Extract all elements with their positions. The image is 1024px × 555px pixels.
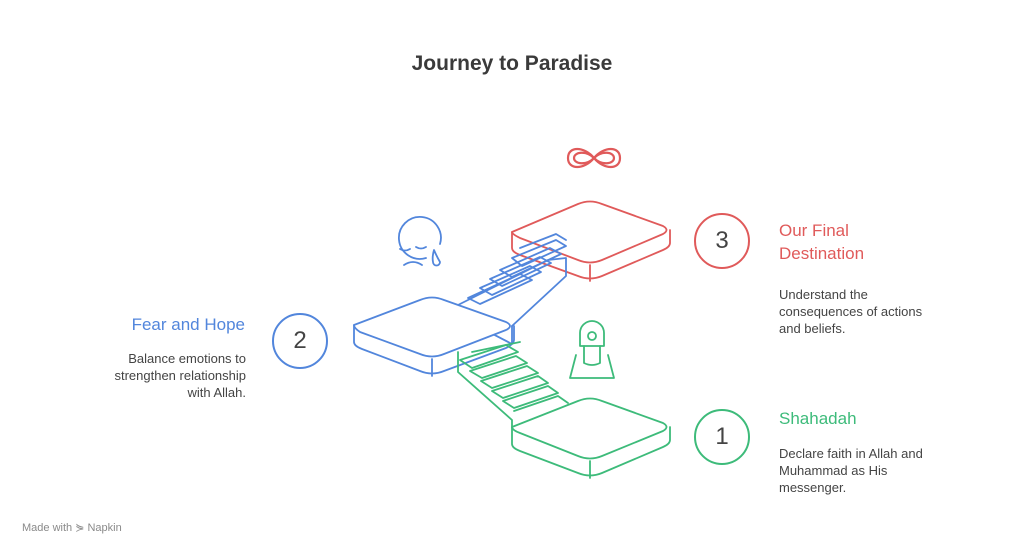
step-2-title: Fear and Hope xyxy=(131,315,245,334)
platform-3 xyxy=(511,200,671,282)
platform-1 xyxy=(511,397,671,479)
person-praying-icon xyxy=(569,320,615,379)
stairs-2 xyxy=(457,233,567,345)
napkin-logo-icon: ⋟ xyxy=(75,522,85,534)
step-1-title: Shahadah xyxy=(779,409,857,428)
step-number-3: 3 xyxy=(694,213,750,269)
step-3-title: Our Final Destination xyxy=(779,221,865,263)
made-with-footer: Made with ⋟ Napkin xyxy=(22,522,122,534)
infinity-icon xyxy=(566,147,622,169)
step-2-description: Balance emotions to strengthen relations… xyxy=(114,351,246,400)
crying-face-icon xyxy=(398,216,442,267)
step-number-1: 1 xyxy=(694,409,750,465)
step-1-description: Declare faith in Allah and Muhammad as H… xyxy=(779,446,923,495)
step-3-description: Understand the consequences of actions a… xyxy=(779,287,923,336)
stairs-1 xyxy=(457,341,569,429)
step-number-2: 2 xyxy=(272,313,328,369)
platform-2 xyxy=(353,296,515,377)
diagram-title: Journey to Paradise xyxy=(411,52,613,75)
